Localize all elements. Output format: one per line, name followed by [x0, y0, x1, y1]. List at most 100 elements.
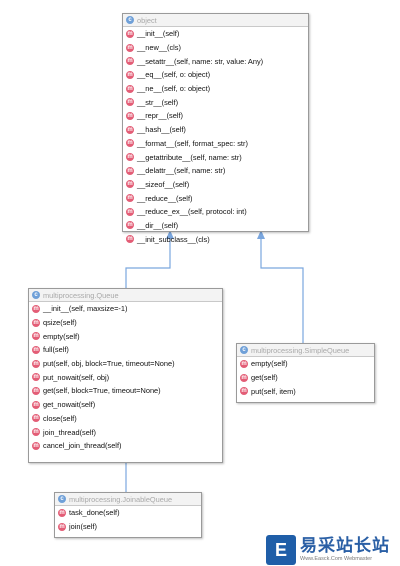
method-icon: m — [32, 386, 40, 395]
method-icon: m — [126, 166, 134, 175]
method-icon: m — [126, 70, 134, 79]
method-signature: get(self) — [251, 373, 278, 383]
watermark-text: 易采站长站 Www.Easck.Com Webmaster — [300, 537, 390, 563]
method-icon: m — [32, 428, 40, 437]
method-signature: empty(self) — [43, 331, 80, 341]
method-row[interactable]: m__init__(self, maxsize=-1) — [29, 302, 222, 316]
method-icon: m — [32, 441, 40, 450]
method-icon: m — [240, 359, 248, 368]
simplequeue-to-object-line — [260, 238, 304, 343]
watermark-logo: E 易采站长站 Www.Easck.Com Webmaster — [266, 534, 400, 566]
method-icon: m — [126, 57, 134, 66]
method-signature: empty(self) — [251, 359, 288, 369]
method-signature: cancel_join_thread(self) — [43, 441, 122, 451]
class-header-joinablequeue: c multiprocessing.JoinableQueue — [55, 493, 201, 506]
method-signature: put(self, item) — [251, 386, 296, 396]
class-icon: c — [32, 291, 40, 299]
method-icon: m — [126, 153, 134, 162]
class-name: object — [137, 15, 157, 25]
method-row[interactable]: m__init__(self) — [123, 27, 308, 41]
method-signature: get(self, block=True, timeout=None) — [43, 386, 161, 396]
method-signature: full(self) — [43, 345, 69, 355]
method-row[interactable]: m__str__(self) — [123, 95, 308, 109]
method-row[interactable]: m__delattr__(self, name: str) — [123, 164, 308, 178]
method-row[interactable]: m__dir__(self) — [123, 219, 308, 233]
class-name: multiprocessing.Queue — [43, 290, 119, 300]
method-row[interactable]: m__repr__(self) — [123, 109, 308, 123]
method-signature: join(self) — [69, 522, 97, 532]
method-icon: m — [58, 508, 66, 517]
class-header-queue: c multiprocessing.Queue — [29, 289, 222, 302]
class-icon: c — [126, 16, 134, 24]
method-icon: m — [126, 235, 134, 244]
method-icon: m — [126, 180, 134, 189]
class-name: multiprocessing.JoinableQueue — [69, 494, 173, 504]
method-signature: __repr__(self) — [137, 111, 184, 121]
method-signature: __setattr__(self, name: str, value: Any) — [137, 56, 264, 66]
method-icon: m — [126, 221, 134, 230]
method-row[interactable]: m__getattribute__(self, name: str) — [123, 150, 308, 164]
method-icon: m — [240, 373, 248, 382]
method-icon: m — [32, 345, 40, 354]
method-signature: __format__(self, format_spec: str) — [137, 138, 248, 148]
method-icon: m — [126, 125, 134, 134]
object-arrowhead-left — [166, 230, 174, 239]
method-row[interactable]: m__reduce_ex__(self, protocol: int) — [123, 205, 308, 219]
method-row[interactable]: m__format__(self, format_spec: str) — [123, 137, 308, 151]
method-icon: m — [126, 29, 134, 38]
method-row[interactable]: m__setattr__(self, name: str, value: Any… — [123, 54, 308, 68]
method-signature: __getattribute__(self, name: str) — [137, 152, 242, 162]
method-row[interactable]: m__new__(cls) — [123, 41, 308, 55]
method-signature: __reduce_ex__(self, protocol: int) — [137, 207, 247, 217]
class-icon: c — [58, 495, 66, 503]
method-icon: m — [32, 414, 40, 423]
method-signature: put(self, obj, block=True, timeout=None) — [43, 359, 175, 369]
method-list-object: m__init__(self)m__new__(cls)m__setattr__… — [123, 27, 308, 246]
method-signature: close(self) — [43, 413, 77, 423]
method-row[interactable]: m__eq__(self, o: object) — [123, 68, 308, 82]
class-queue[interactable]: c multiprocessing.Queue m__init__(self, … — [28, 288, 223, 463]
method-row[interactable]: m__reduce__(self) — [123, 191, 308, 205]
method-row[interactable]: m__init_subclass__(cls) — [123, 232, 308, 246]
class-header-object: c object — [123, 14, 308, 27]
method-row[interactable]: m__sizeof__(self) — [123, 178, 308, 192]
method-signature: __ne__(self, o: object) — [137, 84, 211, 94]
method-row[interactable]: m__hash__(self) — [123, 123, 308, 137]
method-icon: m — [32, 304, 40, 313]
method-row[interactable]: m__ne__(self, o: object) — [123, 82, 308, 96]
class-object[interactable]: c object m__init__(self)m__new__(cls)m__… — [122, 13, 309, 244]
method-icon: m — [32, 400, 40, 409]
method-signature: __hash__(self) — [137, 125, 186, 135]
method-signature: __init_subclass__(cls) — [137, 234, 210, 244]
method-icon: m — [126, 84, 134, 93]
method-signature: __sizeof__(self) — [137, 179, 190, 189]
method-signature: __delattr__(self, name: str) — [137, 166, 226, 176]
queue-to-object-line — [125, 238, 171, 288]
method-icon: m — [32, 359, 40, 368]
method-icon: m — [126, 139, 134, 148]
method-signature: __reduce__(self) — [137, 193, 193, 203]
method-signature: get_nowait(self) — [43, 400, 96, 410]
method-icon: m — [126, 43, 134, 52]
method-icon: m — [126, 111, 134, 120]
